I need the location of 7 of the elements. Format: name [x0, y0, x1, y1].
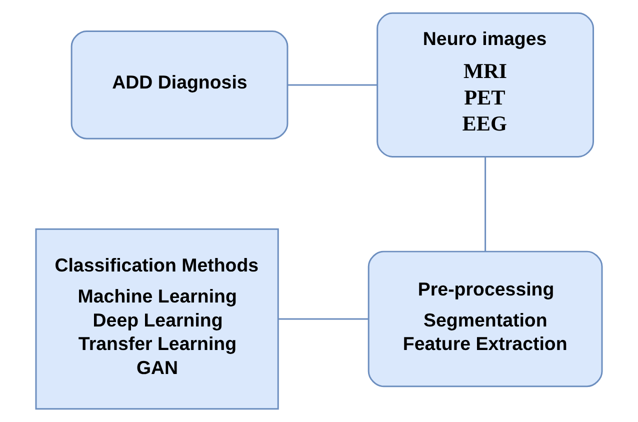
connector	[484, 156, 486, 252]
connector	[288, 84, 378, 86]
node-box: Pre-processing Segmentation Feature Extraction	[368, 250, 603, 388]
connector	[278, 318, 368, 320]
node-box: Classification Methods Machine Learning Deep Learning Transfer Learning GAN	[35, 228, 279, 410]
node-box: Neuro images MRI PET EEG	[376, 12, 594, 158]
node-box: ADD Diagnosis	[70, 30, 288, 140]
